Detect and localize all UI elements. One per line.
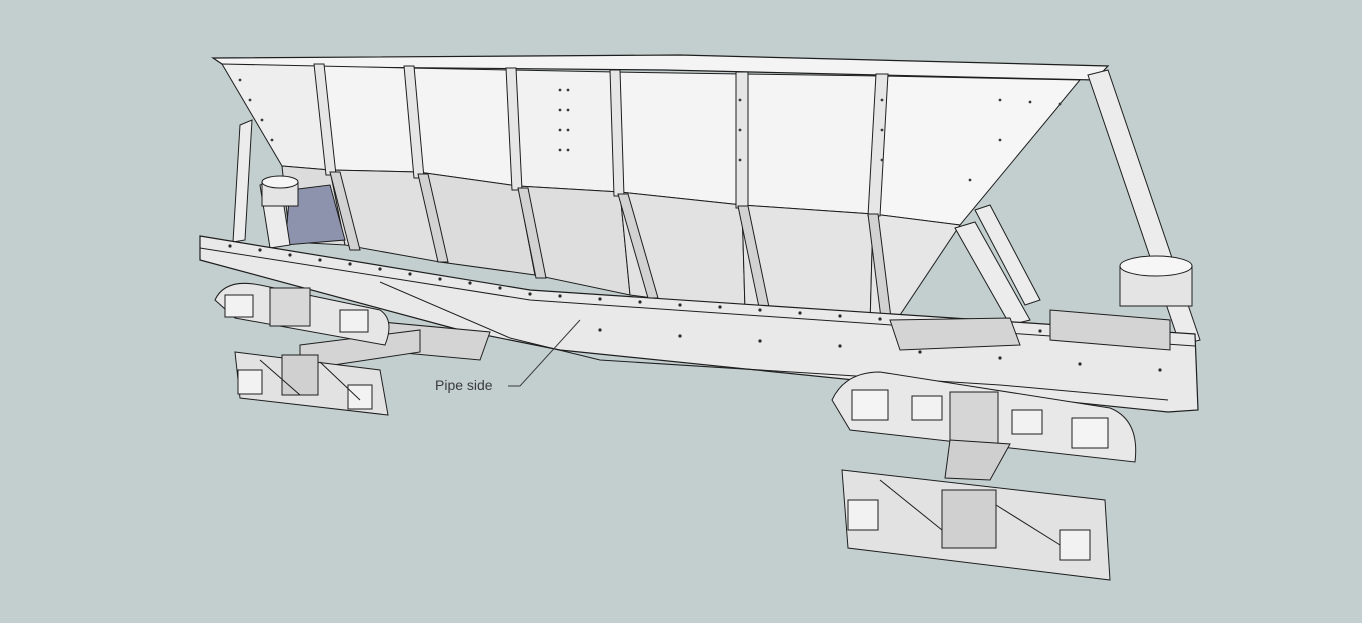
bogie-left-far[interactable] [214, 282, 390, 346]
pipe-side-label[interactable]: Pipe side [435, 377, 493, 393]
side-stanchions[interactable] [313, 63, 889, 217]
main-solebar[interactable] [199, 235, 1199, 413]
bogie-right-near[interactable] [841, 469, 1111, 581]
bogie-left-near[interactable] [234, 351, 389, 416]
pipe-side-leader-line [508, 319, 581, 387]
hopper-diagonal-braces[interactable] [329, 171, 893, 327]
bogie-right-far[interactable] [831, 371, 1137, 463]
hopper-rivets [238, 78, 1062, 182]
solebar-fishbelly[interactable] [379, 281, 1169, 401]
buffer-dome-right[interactable] [1119, 255, 1193, 307]
buffer-dome-left[interactable] [261, 175, 299, 207]
bogie-right-bolster[interactable] [944, 439, 1011, 481]
